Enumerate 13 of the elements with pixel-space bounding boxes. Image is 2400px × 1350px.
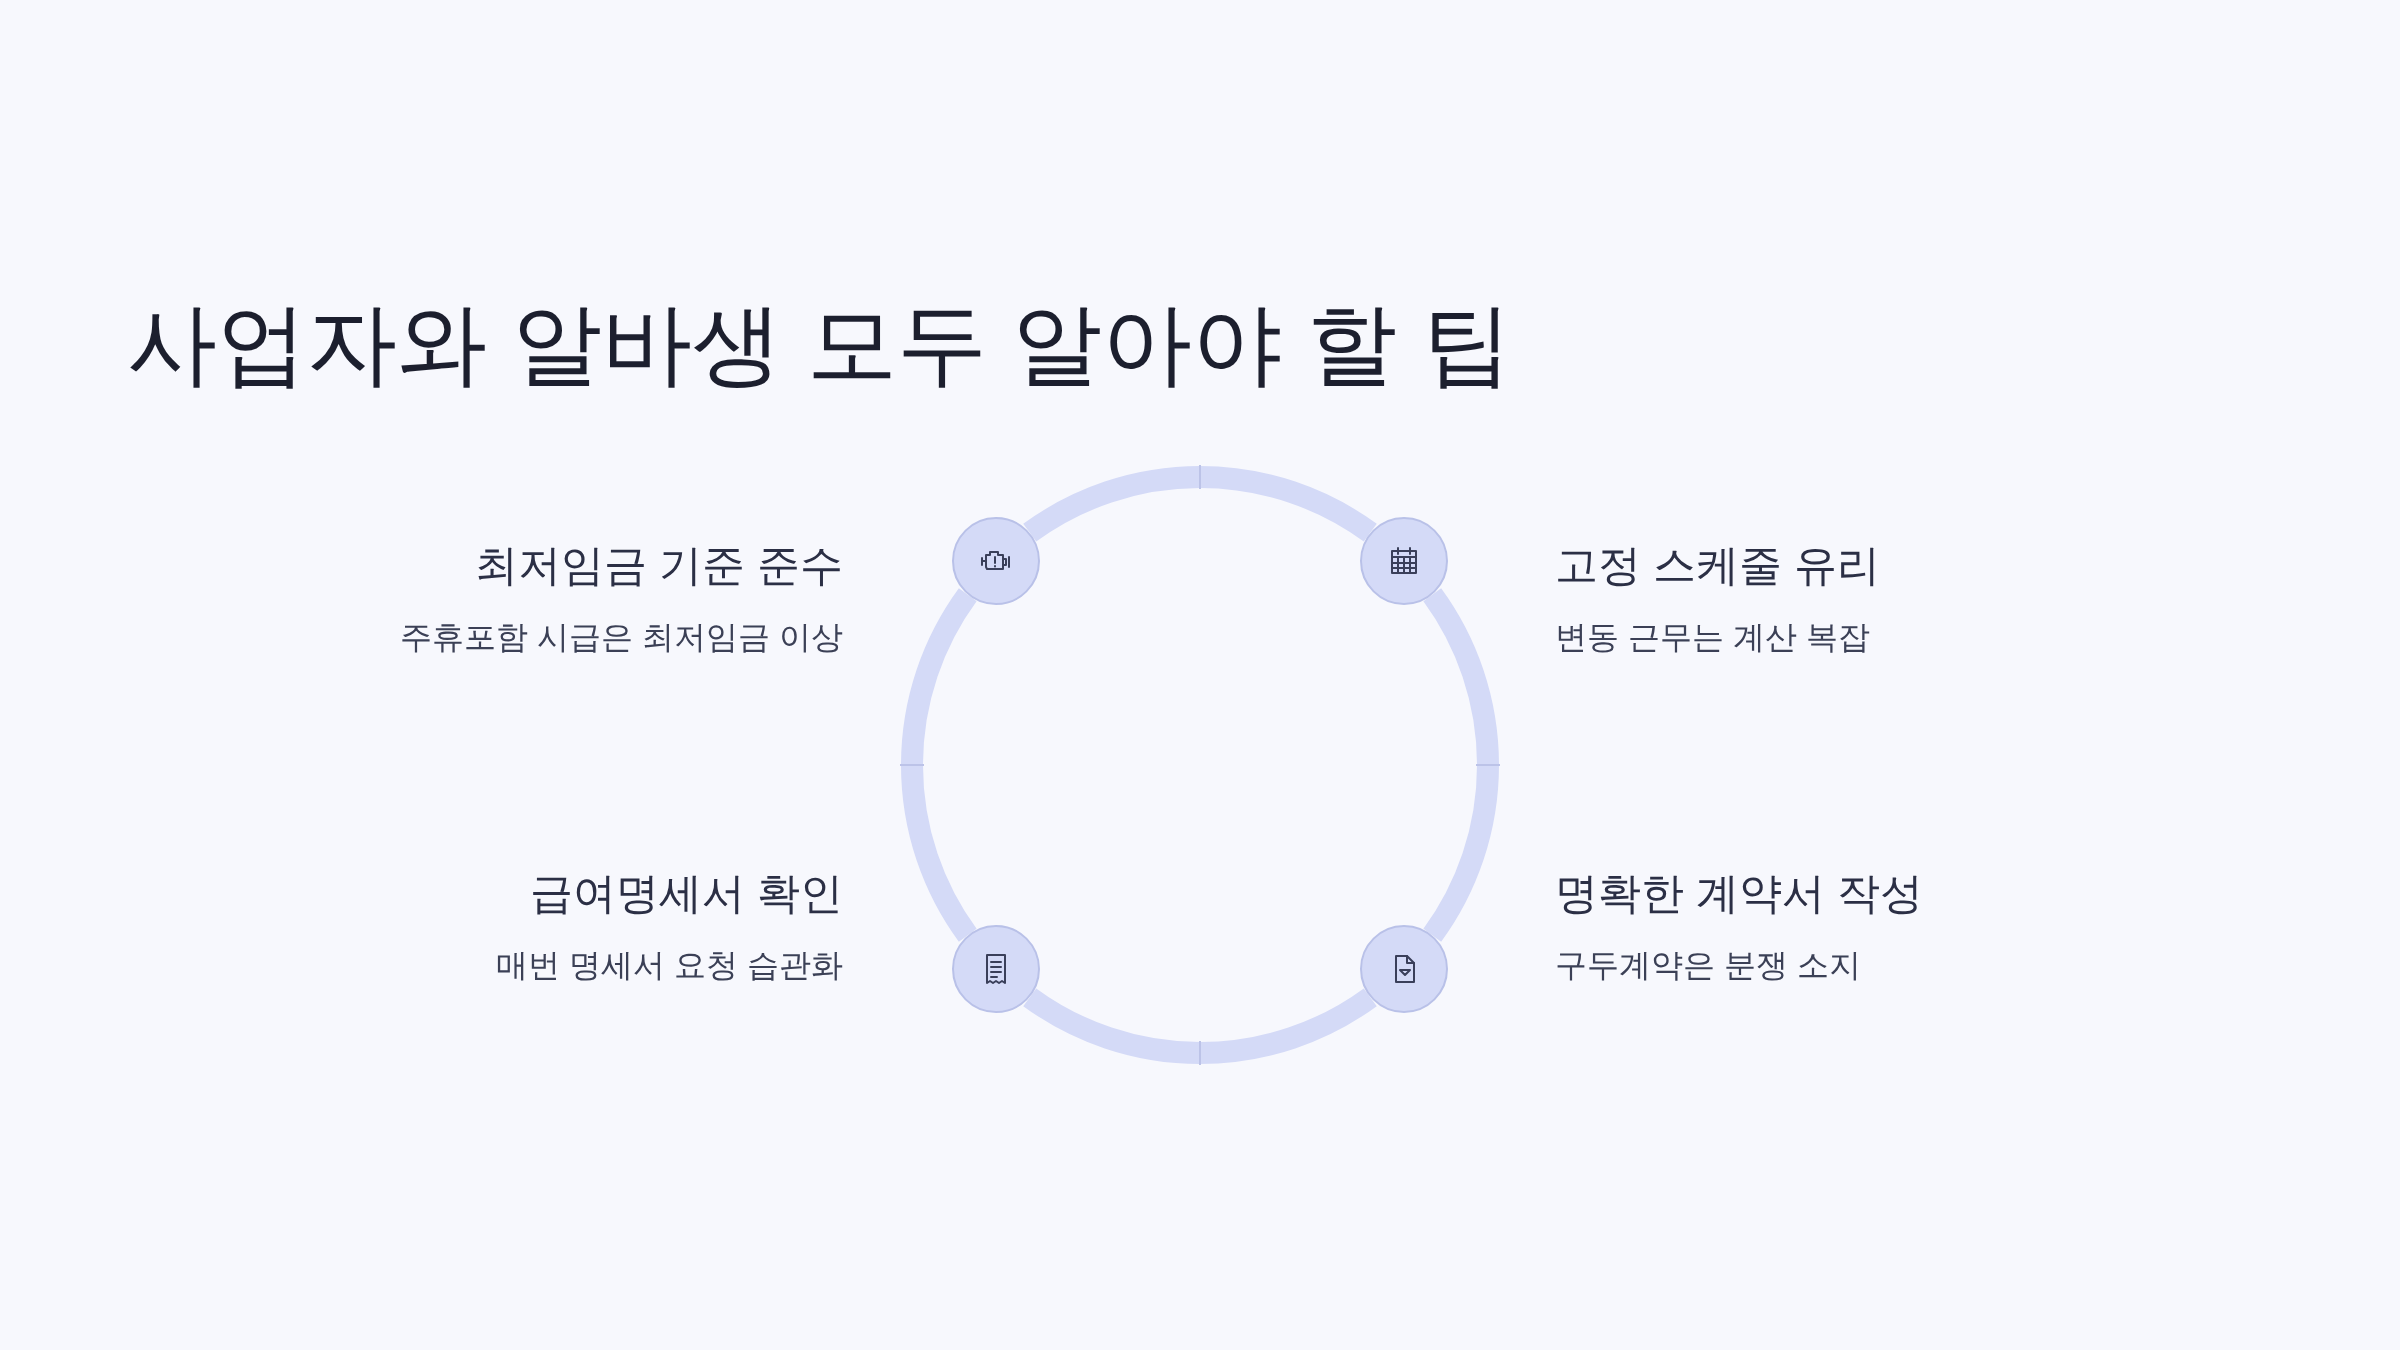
item-heading: 최저임금 기준 준수: [475, 540, 843, 592]
item-description: 주휴포함 시급은 최저임금 이상: [400, 617, 843, 657]
ring-segment: [901, 588, 977, 942]
item-heading: 급여명세서 확인: [530, 868, 843, 920]
ring-segment: [1023, 466, 1377, 542]
item-description: 구두계약은 분쟁 소지: [1555, 945, 1861, 985]
ring-segment: [1423, 588, 1499, 942]
item-description: 변동 근무는 계산 복잡: [1555, 617, 1870, 657]
item-description: 매번 명세서 요청 습관화: [496, 945, 843, 985]
item-heading: 명확한 계약서 작성: [1555, 868, 1923, 920]
title: 사업자와 알바생 모두 알아야 할 팁: [127, 293, 1513, 396]
item-heading: 고정 스케줄 유리: [1555, 540, 1880, 592]
ring-segment: [1023, 988, 1377, 1064]
